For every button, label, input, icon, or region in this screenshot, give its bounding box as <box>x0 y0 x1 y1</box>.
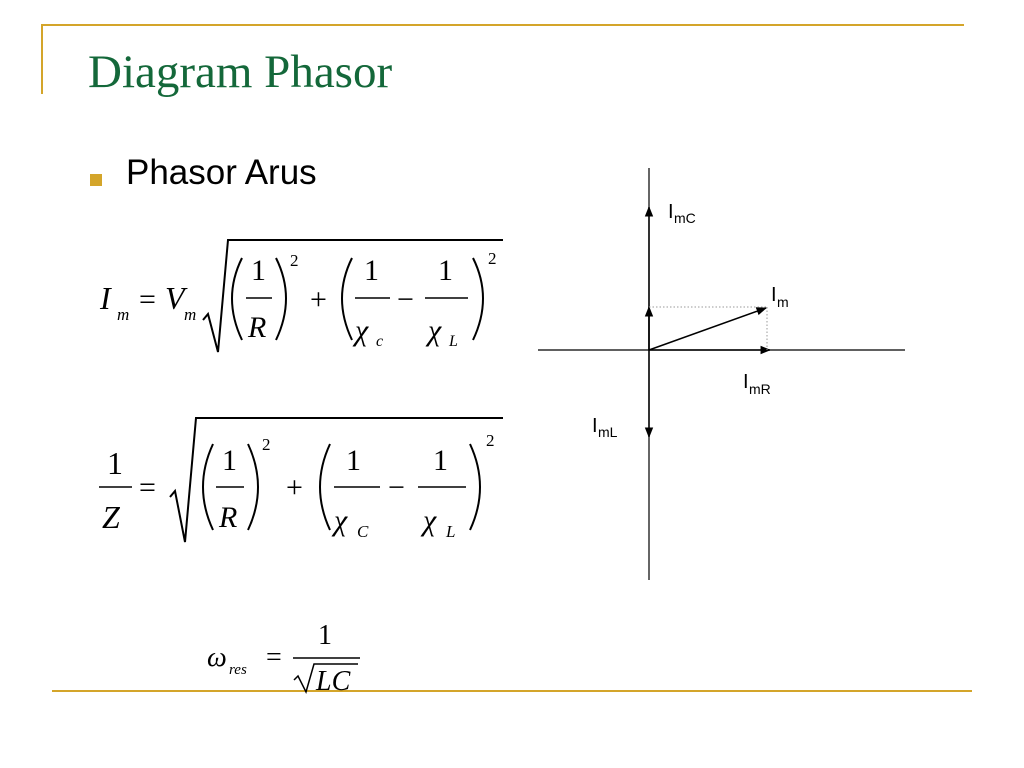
eq3-omega: ω <box>207 642 227 673</box>
eq1-paren-left-1 <box>231 257 243 341</box>
label-im-sub: m <box>777 294 789 310</box>
phasor-im-arrow <box>648 307 767 351</box>
eq2-chi-c: χ <box>331 504 348 537</box>
eq3-equals: = <box>266 642 282 673</box>
eq1-plus: + <box>310 283 327 316</box>
eq1-lhs: I <box>99 280 112 316</box>
label-imr-sub: mR <box>749 381 771 397</box>
eq1-v-sub: m <box>184 305 196 324</box>
eq2-plus: + <box>286 471 303 504</box>
eq2-sub-c: C <box>357 522 369 541</box>
eq2-one-c: 1 <box>433 444 448 477</box>
frame-bottom-line <box>52 690 972 692</box>
eq3-lc: LC <box>315 666 351 697</box>
phasor-diagram: I mC I m I mR I mL <box>538 168 905 580</box>
frame-top-line <box>41 24 964 26</box>
eq1-v: V <box>165 280 188 316</box>
eq1-lhs-sub: m <box>117 305 129 324</box>
eq2-r: R <box>218 501 237 534</box>
eq1-equals: = <box>139 283 156 316</box>
equation-resonance: ω res = 1 LC <box>207 620 360 697</box>
eq1-chi-c: χ <box>352 314 369 347</box>
eq2-z: Z <box>102 499 121 535</box>
bullet-text: Phasor Arus <box>126 153 317 192</box>
eq1-sub-l: L <box>448 333 458 350</box>
eq2-minus: − <box>388 471 405 504</box>
eq1-exp-1: 2 <box>290 251 299 270</box>
eq2-sub-l: L <box>445 522 455 541</box>
label-imc-sub: mC <box>674 210 696 226</box>
slide-title: Diagram Phasor <box>88 46 393 98</box>
eq2-exp-2: 2 <box>486 431 495 450</box>
eq3-one: 1 <box>318 620 332 651</box>
eq1-minus: − <box>397 283 414 316</box>
eq1-sub-c: c <box>376 333 383 350</box>
eq2-paren-left-1 <box>202 443 214 531</box>
eq3-radical <box>293 663 358 695</box>
eq1-one-b: 1 <box>364 254 379 287</box>
eq2-one-b: 1 <box>346 444 361 477</box>
eq1-one-a: 1 <box>251 254 266 287</box>
eq1-exp-2: 2 <box>488 249 497 268</box>
frame-left-line <box>41 24 43 94</box>
eq2-one-a: 1 <box>222 444 237 477</box>
eq2-paren-left-2 <box>319 443 331 531</box>
eq1-r: R <box>247 311 266 344</box>
eq2-paren-right-1 <box>247 443 259 531</box>
equation-current: I m = V m 1 R 2 + 1 χ c − 1 χ L 2 <box>99 239 503 353</box>
eq1-paren-right-2 <box>472 257 484 341</box>
eq1-one-c: 1 <box>438 254 453 287</box>
label-imr: I <box>743 371 749 393</box>
eq1-paren-right-1 <box>275 257 287 341</box>
eq3-sub: res <box>229 662 247 678</box>
label-iml: I <box>592 415 598 437</box>
eq2-radical <box>169 417 503 543</box>
eq2-paren-right-2 <box>469 443 481 531</box>
label-im: I <box>771 284 777 306</box>
eq1-paren-left-2 <box>341 257 353 341</box>
eq1-chi-l: χ <box>425 314 442 347</box>
label-imc: I <box>668 201 674 223</box>
eq2-equals: = <box>139 471 156 504</box>
eq1-radical <box>202 239 503 353</box>
bullet-square-icon <box>90 174 102 186</box>
eq2-exp-1: 2 <box>262 435 271 454</box>
label-iml-sub: mL <box>598 424 618 440</box>
eq2-chi-l: χ <box>420 504 437 537</box>
equation-admittance: 1 Z = 1 R 2 + 1 χ C − 1 χ L 2 <box>99 417 503 543</box>
eq2-one: 1 <box>107 445 123 481</box>
